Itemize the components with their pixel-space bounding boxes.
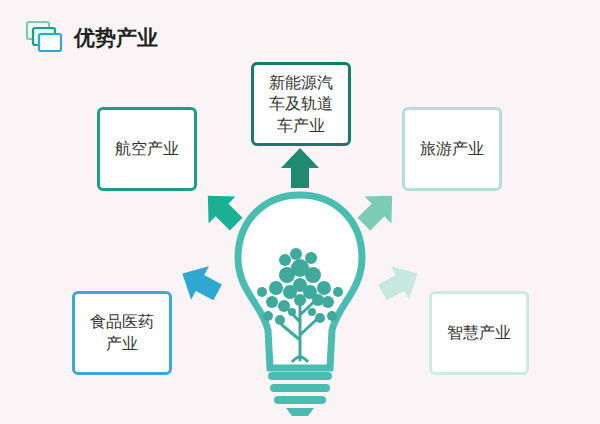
leaf	[279, 254, 291, 266]
leaf	[263, 311, 273, 321]
leaf	[312, 294, 324, 306]
leaf	[294, 294, 306, 306]
leaf	[315, 313, 325, 323]
leaf	[333, 287, 343, 297]
leaf	[327, 311, 337, 321]
leaf	[293, 278, 307, 292]
box-label: 食品医药产业	[86, 311, 158, 354]
leaf	[275, 315, 285, 325]
light-bulb	[238, 195, 362, 416]
industry-box: 食品医药产业	[72, 291, 172, 375]
leaf	[257, 287, 267, 297]
title: 优势产业	[74, 24, 158, 52]
box-label: 旅游产业	[420, 138, 484, 160]
leaf	[305, 252, 317, 264]
box-label: 新能源汽车及轨道车产业	[265, 72, 337, 137]
title-icon	[27, 22, 61, 51]
leaf	[266, 296, 278, 308]
leaf	[288, 308, 296, 316]
industry-box: 新能源汽车及轨道车产业	[251, 62, 351, 146]
leaf	[308, 308, 316, 316]
leaf	[290, 248, 302, 260]
industry-box: 旅游产业	[402, 107, 502, 191]
leaf	[322, 296, 334, 308]
box-label: 航空产业	[115, 138, 179, 160]
leaf	[317, 281, 331, 295]
leaf	[305, 267, 321, 283]
industry-box: 智慧产业	[429, 291, 529, 375]
box-label: 智慧产业	[447, 322, 511, 344]
leaf	[278, 300, 290, 312]
industry-box: 航空产业	[97, 107, 197, 191]
leaf	[269, 281, 283, 295]
leaf	[279, 267, 295, 283]
